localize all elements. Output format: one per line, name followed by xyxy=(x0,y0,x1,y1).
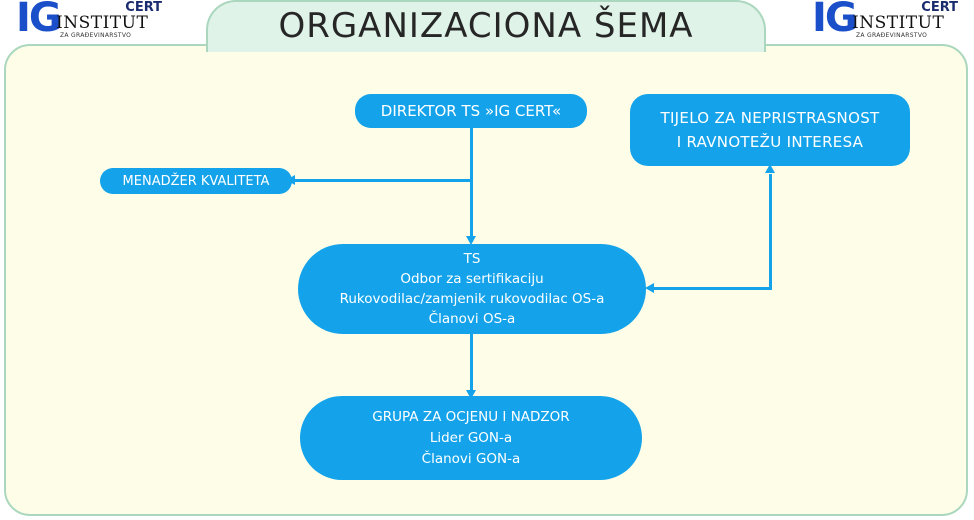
logo-left: IG CERT INSTITUT ZA GRAĐEVINARSTVO xyxy=(14,0,164,44)
node-ts-line-3: Rukovodilac/zamjenik rukovodilac OS-a xyxy=(339,291,605,307)
node-ts-line-2: Odbor za sertifikaciju xyxy=(400,271,544,287)
arrowhead-into-impartiality xyxy=(765,164,775,173)
logo-mark: IG xyxy=(16,0,62,41)
node-director: DIREKTOR TS »IG CERT« xyxy=(355,94,587,128)
logo-institut: INSTITUT xyxy=(852,13,945,33)
logo-mark: IG xyxy=(812,0,858,41)
node-impartiality-line-2: I RAVNOTEŽU INTERESA xyxy=(676,133,864,151)
node-ts: TS Odbor za sertifikaciju Rukovodilac/za… xyxy=(298,244,646,334)
page-title: ORGANIZACIONA ŠEMA xyxy=(278,6,694,46)
node-impartiality-body: TIJELO ZA NEPRISTRASNOST I RAVNOTEŽU INT… xyxy=(630,94,910,166)
arrowhead-into-group xyxy=(466,390,476,399)
node-director-label: DIREKTOR TS »IG CERT« xyxy=(380,102,562,120)
connector-impartiality-vertical xyxy=(769,174,772,290)
node-impartiality-line-1: TIJELO ZA NEPRISTRASNOST xyxy=(660,109,880,127)
node-group-line-2: Lider GON-a xyxy=(429,429,513,446)
title-tab xyxy=(206,0,766,52)
node-group-line-3: Članovi GON-a xyxy=(421,450,521,467)
node-assessment-group: GRUPA ZA OCJENU I NADZOR Lider GON-a Čla… xyxy=(300,396,642,480)
logo-cert: CERT xyxy=(125,0,162,15)
connector-impartiality-horizontal xyxy=(652,287,772,290)
node-group-line-1: GRUPA ZA OCJENU I NADZOR xyxy=(372,408,570,425)
node-ts-line-1: TS xyxy=(463,251,481,267)
arrowhead-into-ts-from-right xyxy=(645,283,654,293)
node-quality-manager-label: MENADŽER KVALITETA xyxy=(122,173,270,189)
node-ts-line-4: Članovi OS-a xyxy=(428,311,516,327)
logo-subtitle: ZA GRAĐEVINARSTVO xyxy=(856,32,928,39)
node-quality-manager: MENADŽER KVALITETA xyxy=(100,168,292,194)
connector-director-to-ts xyxy=(470,126,473,242)
logo-cert: CERT xyxy=(921,0,958,15)
logo-right: IG CERT INSTITUT ZA GRAĐEVINARSTVO xyxy=(810,0,960,44)
connector-to-quality-manager xyxy=(292,179,473,182)
logo-institut: INSTITUT xyxy=(56,13,149,33)
connector-ts-to-group xyxy=(470,334,473,394)
arrowhead-into-ts xyxy=(466,236,476,245)
logo-subtitle: ZA GRAĐEVINARSTVO xyxy=(60,32,132,39)
